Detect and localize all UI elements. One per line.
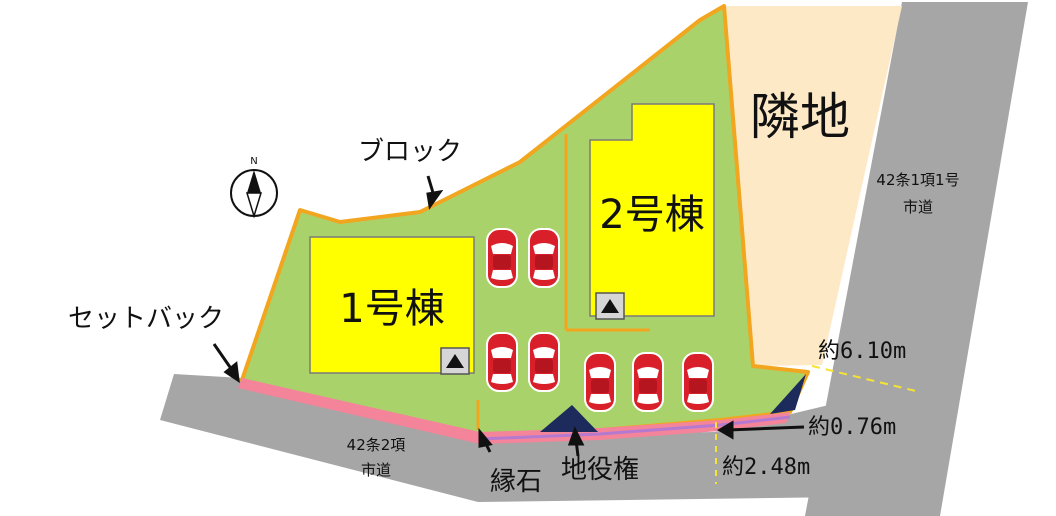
car-icon [632,352,664,412]
car-icon [486,332,518,392]
measure-3-label: 約2.48m [722,455,810,480]
measure-1-label: 約6.10m [818,339,906,364]
east-road [805,2,1028,516]
dashed-line-1 [811,365,921,393]
building-1-label: 1号棟 [339,286,444,332]
setback-label: セットバック [68,304,224,334]
car-icon [584,352,616,412]
arrow-icon [212,175,805,457]
setback-strip [238,378,790,444]
block-label: ブロック [358,137,462,167]
building-2-label: 2号棟 [599,192,704,238]
compass-icon: N [230,156,278,219]
curb-label: 縁石 [490,467,542,497]
entrance-icon [440,347,470,375]
car-icon [486,228,518,288]
neighbor-lot [724,6,902,366]
south-road-label-line2: 市道 [361,461,391,479]
measure-2-label: 約0.76m [808,415,896,440]
entrance-icon [595,292,625,320]
curb-line [479,415,791,441]
building-2 [589,103,715,317]
car-icon [528,332,560,392]
car-icon [682,352,714,412]
easement-label: 地役権 [561,455,639,485]
east-road-label-line1: 42条1項1号 [876,171,959,189]
north-label: N [250,156,257,167]
building-1 [309,236,475,374]
easement-left [540,405,598,432]
east-road-label-line2: 市道 [903,198,933,216]
easement-right [770,374,806,414]
south-road-label-line1: 42条2項 [347,436,406,454]
car-icon [528,228,560,288]
neighbor-label: 隣地 [750,88,850,146]
